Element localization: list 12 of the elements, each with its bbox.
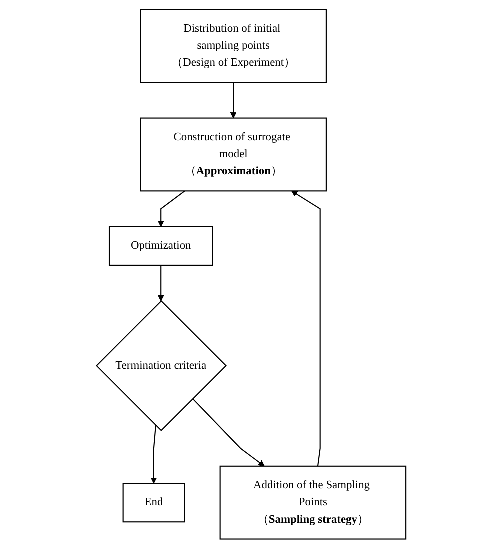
arrow bbox=[192, 398, 265, 467]
arrow bbox=[292, 190, 321, 466]
node-box: Addition of the Sampling Points （Sampling strategy） bbox=[220, 466, 407, 540]
arrow bbox=[158, 265, 164, 302]
node-box: End bbox=[122, 483, 186, 523]
node-diamond: Termination criteria bbox=[96, 300, 228, 432]
arrow bbox=[150, 425, 158, 484]
node-box: Optimization bbox=[109, 226, 214, 266]
node-box: Distribution of initial sampling points （Design of Experiment） bbox=[140, 9, 328, 84]
node-box: Construction of surrogate model （Approximation） bbox=[140, 118, 328, 192]
arrow bbox=[158, 190, 186, 228]
arrow bbox=[230, 82, 237, 119]
